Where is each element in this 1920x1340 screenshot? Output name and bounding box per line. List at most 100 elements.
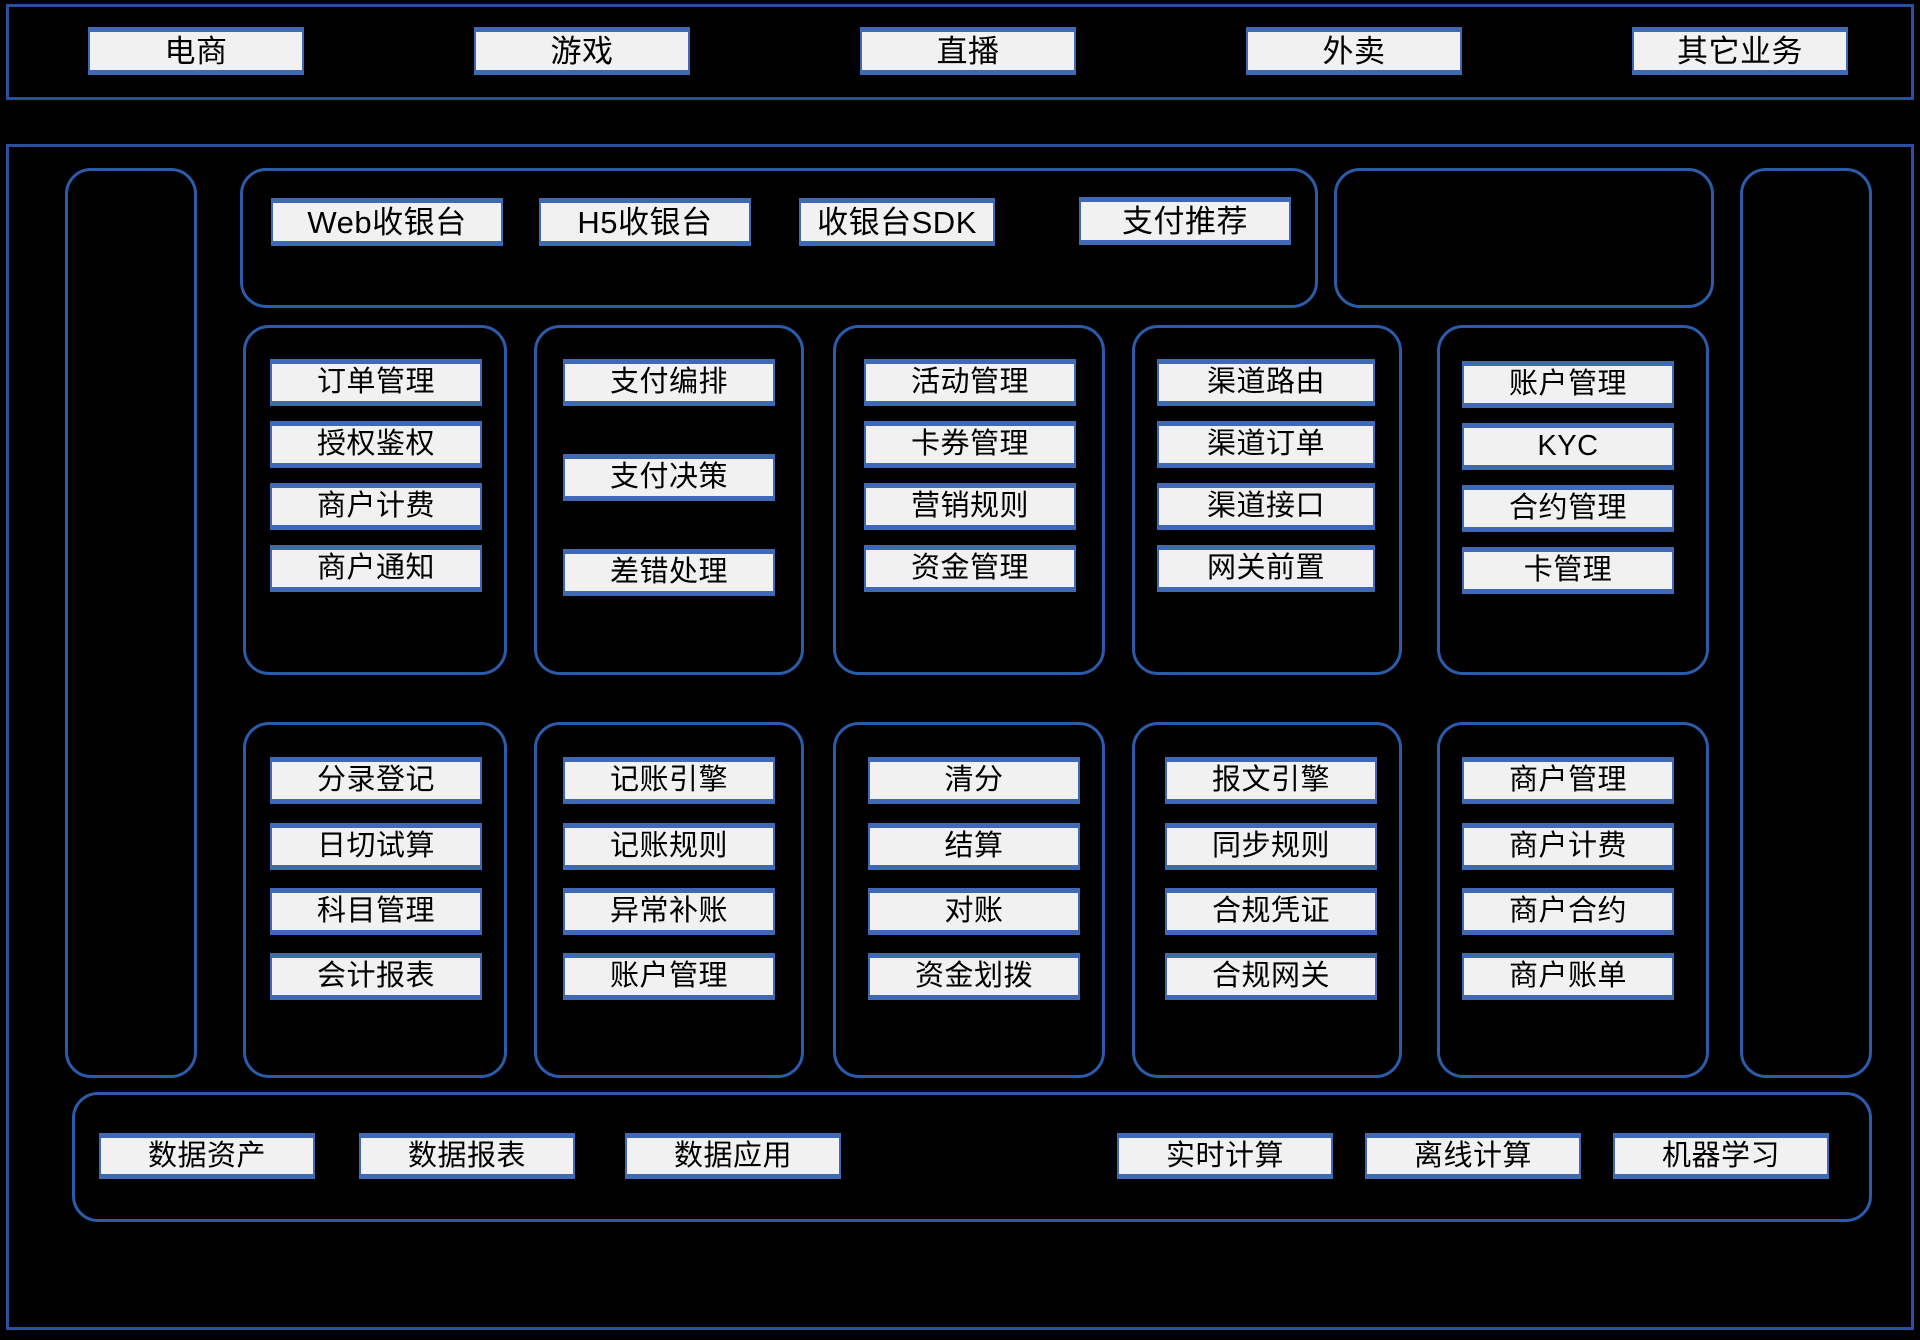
core-chip[interactable]: 渠道路由 xyxy=(1157,359,1375,406)
support-chip[interactable]: 分录登记 xyxy=(270,757,482,804)
support-chip[interactable]: 清分 xyxy=(868,757,1080,804)
support-chip-label: 商户合约 xyxy=(1508,895,1627,927)
access-aux-group xyxy=(1334,168,1714,308)
core-chip[interactable]: 卡管理 xyxy=(1462,547,1674,594)
cashier-item-label: 支付推荐 xyxy=(1122,203,1248,239)
support-group-4: 商户管理 商户计费 商户合约 商户账单 xyxy=(1437,722,1709,1078)
business-item-0[interactable]: 电商 xyxy=(88,27,304,75)
core-chip-label: KYC xyxy=(1537,430,1599,462)
core-chip-label: 合约管理 xyxy=(1508,492,1627,524)
core-group-4: 账户管理 KYC 合约管理 卡管理 xyxy=(1437,325,1709,675)
support-chip-label: 清分 xyxy=(944,764,1004,796)
cashier-item-label: 收银台SDK xyxy=(817,204,977,240)
core-chip[interactable]: 支付决策 xyxy=(563,454,775,501)
core-chip-label: 授权鉴权 xyxy=(316,428,435,460)
core-group-0: 订单管理 授权鉴权 商户计费 商户通知 xyxy=(243,325,507,675)
core-chip[interactable]: 卡券管理 xyxy=(864,421,1076,468)
cashier-item-2[interactable]: 收银台SDK xyxy=(799,198,995,246)
support-chip[interactable]: 商户合约 xyxy=(1462,888,1674,935)
business-item-4[interactable]: 其它业务 xyxy=(1632,27,1848,75)
data-left-item-2[interactable]: 数据应用 xyxy=(625,1133,841,1179)
support-chip[interactable]: 商户管理 xyxy=(1462,757,1674,804)
core-chip-label: 渠道路由 xyxy=(1206,366,1325,398)
core-chip-label: 营销规则 xyxy=(910,490,1029,522)
support-group-3: 报文引擎 同步规则 合规凭证 合规网关 xyxy=(1132,722,1402,1078)
business-item-1[interactable]: 游戏 xyxy=(474,27,690,75)
core-chip-label: 商户通知 xyxy=(316,552,435,584)
core-chip[interactable]: 资金管理 xyxy=(864,545,1076,592)
cashier-item-0[interactable]: Web收银台 xyxy=(271,198,503,246)
support-chip-label: 账户管理 xyxy=(609,960,728,992)
data-right-item-1[interactable]: 离线计算 xyxy=(1365,1133,1581,1179)
right-side-panel xyxy=(1740,168,1872,1078)
data-left-item-0[interactable]: 数据资产 xyxy=(99,1133,315,1179)
support-group-2: 清分 结算 对账 资金划拨 xyxy=(833,722,1105,1078)
core-chip[interactable]: 网关前置 xyxy=(1157,545,1375,592)
core-chip[interactable]: 商户通知 xyxy=(270,545,482,592)
cashier-item-1[interactable]: H5收银台 xyxy=(539,198,751,246)
support-chip[interactable]: 资金划拨 xyxy=(868,953,1080,1000)
business-item-label: 电商 xyxy=(164,33,228,69)
support-chip-label: 科目管理 xyxy=(316,895,435,927)
support-chip-label: 记账引擎 xyxy=(609,764,728,796)
support-chip[interactable]: 记账规则 xyxy=(563,823,775,870)
data-platform-group: 数据资产 数据报表 数据应用 实时计算 离线计算 机器学习 xyxy=(72,1092,1872,1222)
support-chip[interactable]: 合规凭证 xyxy=(1165,888,1377,935)
support-chip[interactable]: 商户账单 xyxy=(1462,953,1674,1000)
data-right-item-2[interactable]: 机器学习 xyxy=(1613,1133,1829,1179)
core-chip[interactable]: 渠道订单 xyxy=(1157,421,1375,468)
support-chip[interactable]: 结算 xyxy=(868,823,1080,870)
support-chip-label: 对账 xyxy=(944,895,1004,927)
data-left-item-1[interactable]: 数据报表 xyxy=(359,1133,575,1179)
business-item-label: 其它业务 xyxy=(1677,33,1803,69)
support-group-1: 记账引擎 记账规则 异常补账 账户管理 xyxy=(534,722,804,1078)
core-chip[interactable]: 活动管理 xyxy=(864,359,1076,406)
core-chip-label: 网关前置 xyxy=(1206,552,1325,584)
core-chip[interactable]: KYC xyxy=(1462,423,1674,470)
data-item-label: 数据报表 xyxy=(407,1139,526,1172)
data-item-label: 实时计算 xyxy=(1165,1139,1284,1172)
support-chip-label: 商户管理 xyxy=(1508,764,1627,796)
core-chip[interactable]: 授权鉴权 xyxy=(270,421,482,468)
support-chip[interactable]: 科目管理 xyxy=(270,888,482,935)
business-item-2[interactable]: 直播 xyxy=(860,27,1076,75)
core-chip[interactable]: 商户计费 xyxy=(270,483,482,530)
core-chip-label: 订单管理 xyxy=(316,366,435,398)
support-chip[interactable]: 报文引擎 xyxy=(1165,757,1377,804)
core-chip-label: 商户计费 xyxy=(316,490,435,522)
core-group-3: 渠道路由 渠道订单 渠道接口 网关前置 xyxy=(1132,325,1402,675)
support-chip-label: 会计报表 xyxy=(316,960,435,992)
support-chip[interactable]: 日切试算 xyxy=(270,823,482,870)
data-item-label: 离线计算 xyxy=(1413,1139,1532,1172)
support-chip-label: 商户账单 xyxy=(1508,960,1627,992)
core-chip[interactable]: 营销规则 xyxy=(864,483,1076,530)
support-chip[interactable]: 合规网关 xyxy=(1165,953,1377,1000)
cashier-group: Web收银台 H5收银台 收银台SDK 支付推荐 xyxy=(240,168,1318,308)
business-item-3[interactable]: 外卖 xyxy=(1246,27,1462,75)
support-chip-label: 日切试算 xyxy=(316,830,435,862)
support-chip-label: 异常补账 xyxy=(609,895,728,927)
cashier-item-label: H5收银台 xyxy=(577,204,713,240)
cashier-item-3[interactable]: 支付推荐 xyxy=(1079,197,1291,245)
core-chip[interactable]: 合约管理 xyxy=(1462,485,1674,532)
core-chip[interactable]: 账户管理 xyxy=(1462,361,1674,408)
support-chip[interactable]: 记账引擎 xyxy=(563,757,775,804)
support-chip[interactable]: 商户计费 xyxy=(1462,823,1674,870)
core-chip[interactable]: 支付编排 xyxy=(563,359,775,406)
core-chip-label: 支付编排 xyxy=(609,366,728,398)
data-right-item-0[interactable]: 实时计算 xyxy=(1117,1133,1333,1179)
support-chip[interactable]: 异常补账 xyxy=(563,888,775,935)
business-item-label: 外卖 xyxy=(1322,33,1386,69)
left-side-panel xyxy=(65,168,197,1078)
core-chip[interactable]: 渠道接口 xyxy=(1157,483,1375,530)
support-chip[interactable]: 账户管理 xyxy=(563,953,775,1000)
support-chip[interactable]: 对账 xyxy=(868,888,1080,935)
support-chip[interactable]: 同步规则 xyxy=(1165,823,1377,870)
support-chip[interactable]: 会计报表 xyxy=(270,953,482,1000)
core-chip[interactable]: 订单管理 xyxy=(270,359,482,406)
support-chip-label: 资金划拨 xyxy=(914,960,1033,992)
core-chip[interactable]: 差错处理 xyxy=(563,549,775,596)
cashier-item-label: Web收银台 xyxy=(307,204,467,240)
support-chip-label: 结算 xyxy=(944,830,1004,862)
core-group-1: 支付编排 支付决策 差错处理 xyxy=(534,325,804,675)
